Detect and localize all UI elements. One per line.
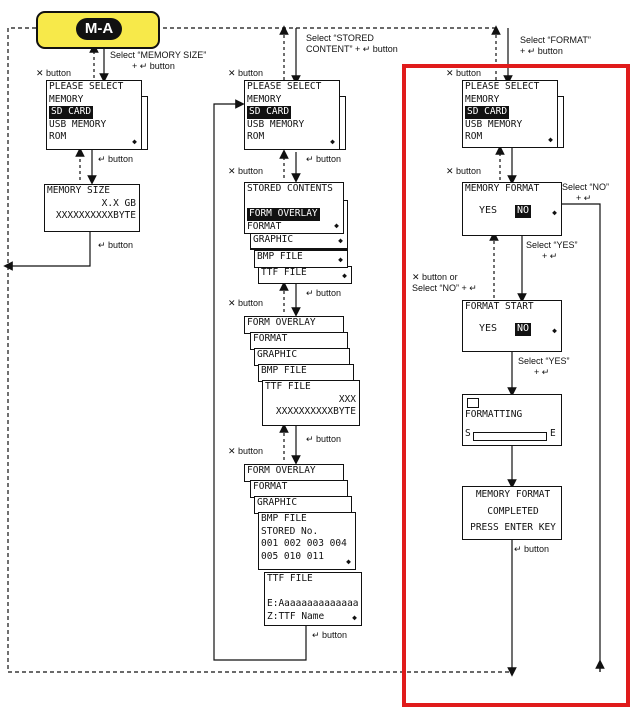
stored-contents-screen: STORED CONTENTS FORM OVERLAY FORMAT ◆ [244,182,344,234]
left-right-icon: ◆ [352,612,357,622]
label-enter-button: ↵ button [306,154,342,164]
stack2-bmp-screen: BMP FILE STORED No. 001 002 003 004 005 … [258,512,356,570]
up-down-icon: ◆ [132,136,137,146]
stored-item-ttf: TTF FILE◆ [258,266,352,284]
label-enter-button: ↵ button [98,240,134,250]
label-x-button: ✕ button [228,68,264,78]
label-x-button: ✕ button [228,166,264,176]
label-enter-button: ↵ button [312,630,348,640]
label-x-button: ✕ button [228,298,264,308]
label-select-yes: Select “YES”+ ↵ [518,356,570,377]
label-x-button: ✕ button [228,446,264,456]
label-x-button: ✕ button [446,68,482,78]
left-right-icon: ◆ [552,326,557,335]
formatting-screen: FORMATTING S E [462,394,562,446]
up-down-icon: ◆ [330,136,335,146]
document-icon [467,398,479,408]
stack1-bmp: BMP FILE [258,364,354,382]
label-enter-button: ↵ button [98,154,134,164]
completed-screen: MEMORY FORMAT COMPLETED PRESS ENTER KEY [462,486,562,540]
left-right-icon: ◆ [346,556,351,566]
up-down-icon: ◆ [548,134,553,144]
label-select-no: Select “NO”+ ↵ [562,182,610,203]
stored-item-graphic: GRAPHIC◆ [250,234,348,249]
stack1-ttf-screen: TTF FILE XXX XXXXXXXXXXBYTE [262,380,360,426]
memory-size-screen: MEMORY SIZE X.X GB XXXXXXXXXXBYTE [44,184,140,232]
mode-button[interactable]: M-A [36,11,160,49]
label-x-button: ✕ button [446,166,482,176]
label-enter-button: ↵ button [306,434,342,444]
format-progress-bar [473,432,547,441]
label-x-button: ✕ button [36,68,72,78]
label-select-format: Select “FORMAT”+ ↵ button [520,35,591,56]
format-flow-highlight [402,64,630,707]
ttf-file-screen: TTF FILE E:Aaaaaaaaaaaaaa Z:TTF Name ◆ [264,572,362,626]
label-select-memory-size: Select “MEMORY SIZE”+ ↵ button [110,50,207,71]
mode-pill: M-A [76,18,122,40]
left-right-icon: ◆ [552,208,557,217]
label-enter-button: ↵ button [306,288,342,298]
label-select-yes: Select “YES”+ ↵ [526,240,578,261]
stored-item-bmp: BMP FILE◆ [254,250,348,268]
label-enter-button: ↵ button [514,544,550,554]
